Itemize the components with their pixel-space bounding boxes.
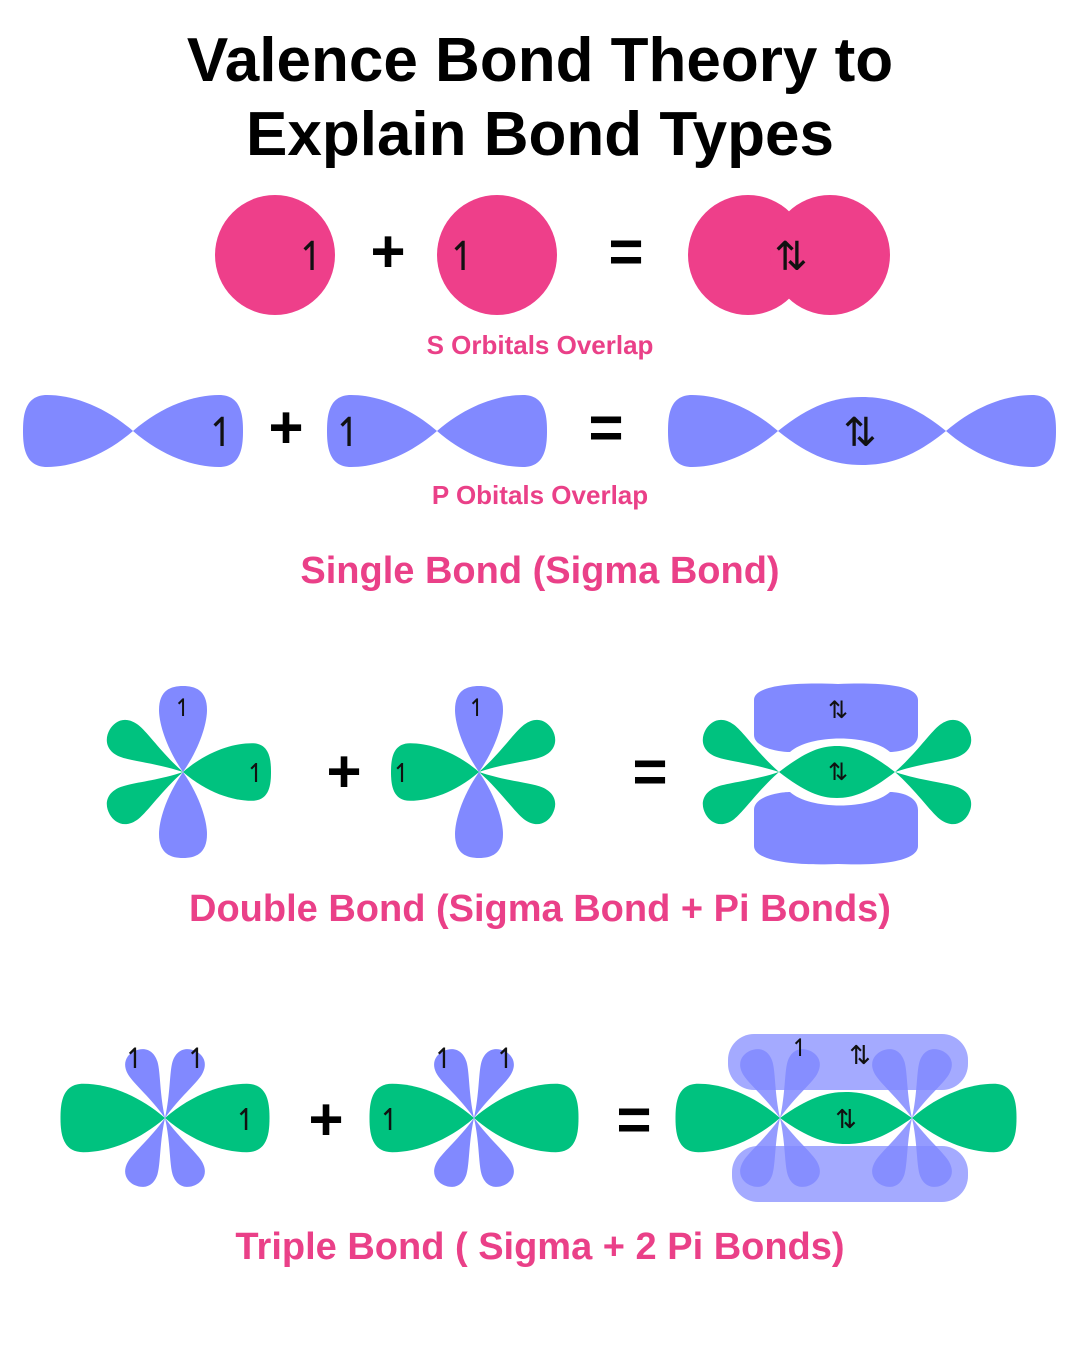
spin-up-s1: ↿ — [295, 234, 329, 280]
sigma-bond-double — [779, 746, 895, 798]
spin-up-sigma-l: ↿ — [245, 759, 267, 789]
spin-pair-pi-2: ⇅ — [849, 1041, 871, 1071]
spin-pair-sigma-t: ⇅ — [835, 1105, 857, 1135]
s-orbital-right: ↿ — [437, 195, 557, 315]
plus-sign-triple: + — [308, 1086, 344, 1153]
spin-pair-pi-1: ↿ — [790, 1034, 810, 1062]
s-orbital-left: ↿ — [215, 195, 335, 315]
spin-up-s2: ↿ — [446, 234, 480, 280]
plus-sign-s: + — [370, 218, 406, 285]
sp2-orbital-right: ↿ ↿ — [391, 686, 562, 858]
spin-pair-pi: ⇅ — [828, 696, 848, 724]
spin-up-p1: ↿ — [205, 410, 239, 456]
s-orbital-overlap: ⇅ — [688, 195, 890, 315]
double-bond-result: ⇅ ⇅ — [696, 683, 978, 865]
sp-orbital-right: ↿ ↿ ↿ — [369, 1042, 579, 1192]
s-orbital-1 — [215, 195, 335, 315]
spin-up-t1: ↿ — [123, 1042, 146, 1075]
pi-bond-bottom — [754, 792, 918, 865]
spin-up-pi-r: ↿ — [467, 694, 487, 722]
pi-bond-top — [754, 683, 918, 752]
sp-orbital-left: ↿ ↿ ↿ — [60, 1042, 270, 1192]
equals-sign-s: = — [608, 218, 644, 285]
title-line-2: Explain Bond Types — [246, 100, 834, 169]
equals-sign-p: = — [588, 394, 624, 461]
p-orbitals-caption: P Obitals Overlap — [431, 480, 649, 510]
p-orbital-overlap: ⇅ — [668, 395, 1056, 467]
title-line-1: Valence Bond Theory to — [186, 26, 894, 95]
sigma-bond-triple — [780, 1092, 912, 1144]
spin-pair-p: ⇅ — [843, 410, 877, 456]
spin-pair-sigma-d: ⇅ — [828, 758, 848, 786]
double-bond-caption: Double Bond (Sigma Bond + Pi Bonds) — [189, 888, 891, 930]
s-orbitals-caption: S Orbitals Overlap — [426, 330, 654, 360]
single-bond-caption: Single Bond (Sigma Bond) — [300, 550, 780, 592]
spin-up-t4: ↿ — [432, 1042, 455, 1075]
equals-sign-triple: = — [616, 1086, 652, 1153]
p-orbital-left: ↿ — [23, 395, 243, 467]
spin-up-t2: ↿ — [185, 1042, 208, 1075]
spin-up-t6: ↿ — [377, 1103, 402, 1138]
sp2-orbital-left: ↿ ↿ — [100, 686, 271, 858]
equals-sign-double: = — [632, 738, 668, 805]
p-orbital-right: ↿ — [327, 395, 547, 467]
spin-up-p2: ↿ — [332, 410, 366, 456]
spin-up-t5: ↿ — [494, 1042, 517, 1075]
plus-sign-p: + — [268, 394, 304, 461]
spin-up-pi-l: ↿ — [173, 694, 193, 722]
spin-up-t3: ↿ — [233, 1103, 258, 1138]
spin-up-sigma-r: ↿ — [391, 759, 413, 789]
triple-bond-caption: Triple Bond ( Sigma + 2 Pi Bonds) — [235, 1226, 845, 1268]
triple-bond-result: ↿ ⇅ ⇅ — [675, 1034, 1017, 1202]
plus-sign-double: + — [326, 738, 362, 805]
spin-pair-s: ⇅ — [774, 234, 808, 280]
s-orbital-2 — [437, 195, 557, 315]
